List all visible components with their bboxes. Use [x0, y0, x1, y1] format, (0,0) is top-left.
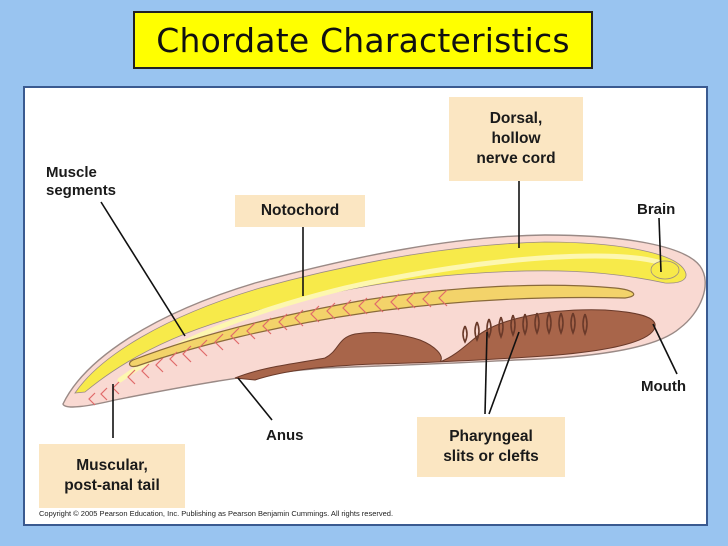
- title-box: Chordate Characteristics: [133, 11, 593, 69]
- post-anal-tail-box: Muscular, post-anal tail: [39, 444, 185, 508]
- dorsal-nerve-cord-label-line2: hollow: [491, 130, 541, 147]
- pharyngeal-slit-marks: [462, 312, 588, 344]
- pharyngeal-slits-label-line2: slits or clefts: [443, 448, 539, 465]
- notochord-rod: [128, 284, 635, 368]
- dorsal-nerve-cord-box: Dorsal, hollow nerve cord: [449, 97, 583, 181]
- chordate-diagram: [62, 180, 706, 438]
- notochord-box: Notochord: [235, 195, 365, 227]
- brain-label: Brain: [637, 201, 676, 218]
- muscle-segment-marks: [88, 289, 448, 406]
- diagram-panel: Dorsal, hollow nerve cord Muscle segment…: [23, 86, 708, 526]
- muscle-segments-label-line2: segments: [46, 182, 117, 199]
- nerve-cord: [117, 253, 676, 383]
- brain-bulb: [650, 260, 680, 280]
- muscle-segments-label: Muscle segments: [46, 164, 116, 200]
- dorsal-nerve-cord-label-line3: nerve cord: [476, 150, 556, 167]
- notochord-label: Notochord: [260, 202, 340, 219]
- post-anal-tail-label-line1: Muscular,: [76, 457, 148, 474]
- anus-label: Anus: [266, 427, 304, 444]
- leader-lines: [100, 180, 678, 438]
- copyright-text: Copyright © 2005 Pearson Education, Inc.…: [39, 509, 394, 518]
- pharyngeal-slits-box: Pharyngeal slits or clefts: [417, 417, 565, 477]
- dorsal-nerve-cord-label-line1: Dorsal,: [489, 110, 543, 127]
- muscle-segments-label-line1: Muscle: [46, 164, 97, 181]
- page-title: Chordate Characteristics: [156, 20, 570, 60]
- mouth-label: Mouth: [641, 378, 686, 395]
- pharyngeal-slits-label-line1: Pharyngeal: [449, 428, 533, 445]
- post-anal-tail-label-line2: post-anal tail: [64, 477, 160, 494]
